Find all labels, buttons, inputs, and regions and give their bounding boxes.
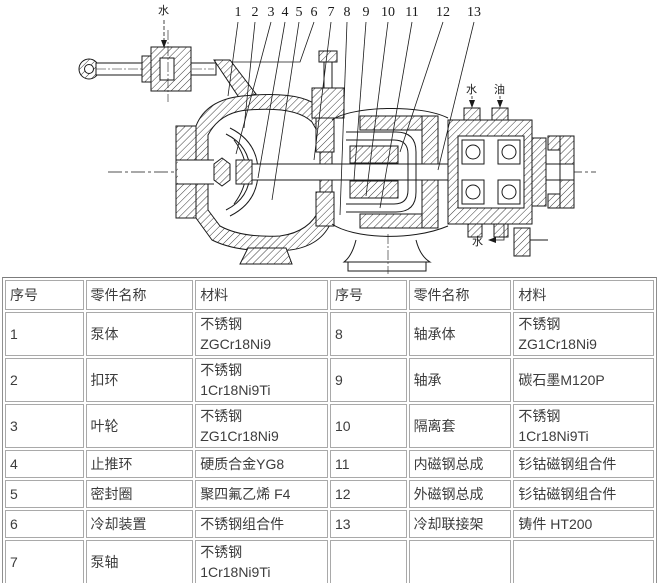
table-row-col-index: 5: [5, 480, 84, 508]
table-row-col-material: 不锈钢 1Cr18Ni9Ti: [513, 404, 654, 448]
table-row-col-part-name: 轴承: [408, 358, 512, 402]
table-row-col-part-name: 冷却联接架: [408, 510, 512, 538]
callout-number: 4: [282, 5, 289, 20]
table-row-col-part-name: 冷却装置: [85, 510, 194, 538]
clamp-ring: [315, 117, 335, 227]
table-row-col-material: 不锈钢 1Cr18Ni9Ti: [195, 540, 328, 583]
table-row-col-index: 1: [5, 312, 84, 356]
callout-number: 9: [363, 5, 370, 20]
table-row-col-index: 12: [329, 480, 407, 508]
callout-number: 12: [436, 5, 450, 20]
table-row-col-part-name: 止推环: [85, 450, 194, 478]
table-row-col-part-name: 内磁钢总成: [408, 450, 512, 478]
table-row-col-part-name: 叶轮: [85, 404, 194, 448]
table-row-col-index: 6: [5, 510, 84, 538]
table-row-col-material: [513, 540, 654, 583]
callout-number: 8: [344, 5, 351, 20]
bearing-oil-label: 油: [494, 82, 505, 96]
table-row-col-index: 3: [5, 404, 84, 448]
table-row-col-index: 11: [329, 450, 407, 478]
table-header-row-col-index: 序号: [329, 280, 407, 310]
coupling-hub: [547, 135, 575, 209]
support-feet: [239, 227, 548, 274]
table-header-row: 序号零件名称材料序号零件名称材料: [5, 280, 654, 310]
callout-number: 3: [268, 5, 275, 20]
table-row-col-material: 钐钴磁钢组合件: [513, 450, 654, 478]
table-row-col-index: 4: [5, 450, 84, 478]
cooling-bracket: [331, 108, 449, 237]
containment-shell: [346, 131, 417, 213]
callout-number: 11: [405, 5, 418, 20]
callout-number: 6: [311, 5, 318, 20]
table-row-col-material: 不锈钢 ZG1Cr18Ni9: [513, 312, 654, 356]
callout-number: 13: [467, 5, 481, 20]
top-plug-bolt: [311, 50, 345, 119]
table-header-row-col-part-name: 零件名称: [85, 280, 194, 310]
table-row-col-material: 钐钴磁钢组合件: [513, 480, 654, 508]
table-row-col-material: 硬质合金YG8: [195, 450, 328, 478]
table-row-col-index: 7: [5, 540, 84, 583]
pump-geometry: [78, 30, 596, 274]
drain-water-label: 水: [472, 235, 483, 248]
table-row-col-part-name: 泵体: [85, 312, 194, 356]
table-header-row-col-index: 序号: [5, 280, 84, 310]
table-row-col-part-name: 扣环: [85, 358, 194, 402]
table-row-col-index: 13: [329, 510, 407, 538]
table-row-col-index: 8: [329, 312, 407, 356]
table-row-col-material: 不锈钢 1Cr18Ni9Ti: [195, 358, 328, 402]
table-row-col-index: 10: [329, 404, 407, 448]
table-header-row-col-part-name: 零件名称: [408, 280, 512, 310]
flush-water-label: 水: [158, 4, 169, 17]
table-row-col-material: 碳石墨M120P: [513, 358, 654, 402]
callout-number: 10: [381, 5, 395, 20]
table-header-row-col-material: 材料: [513, 280, 654, 310]
flush-pipe-assembly: [78, 30, 257, 102]
table-row-col-material: 聚四氟乙烯 F4: [195, 480, 328, 508]
bearing-water-label: 水: [466, 83, 477, 96]
callout-number: 2: [252, 5, 259, 20]
table-row-col-material: 不锈钢 ZG1Cr18Ni9: [195, 404, 328, 448]
table-row-col-material: 不锈钢 ZGCr18Ni9: [195, 312, 328, 356]
table-row-col-index: 9: [329, 358, 407, 402]
table-header-row-col-material: 材料: [195, 280, 328, 310]
table-row-col-part-name: 隔离套: [408, 404, 512, 448]
table-row-col-index: [329, 540, 407, 583]
table-row-col-index: 2: [5, 358, 84, 402]
callout-number: 1: [235, 5, 242, 20]
table-row-col-part-name: 泵轴: [85, 540, 194, 583]
table-row-col-part-name: 密封圈: [85, 480, 194, 508]
table-row-col-part-name: 轴承体: [408, 312, 512, 356]
callout-leader-lines: [227, 21, 475, 216]
table-row-col-part-name: 外磁钢总成: [408, 480, 512, 508]
callout-number: 7: [328, 5, 335, 20]
table-row-col-material: 铸件 HT200: [513, 510, 654, 538]
bearing-housing: [447, 107, 547, 238]
table-row-col-material: 不锈钢组合件: [195, 510, 328, 538]
annotation-arrows: [161, 20, 505, 243]
inner-magnet-assembly: [349, 145, 399, 199]
callout-number: 5: [296, 5, 303, 20]
table-row-col-part-name: [408, 540, 512, 583]
